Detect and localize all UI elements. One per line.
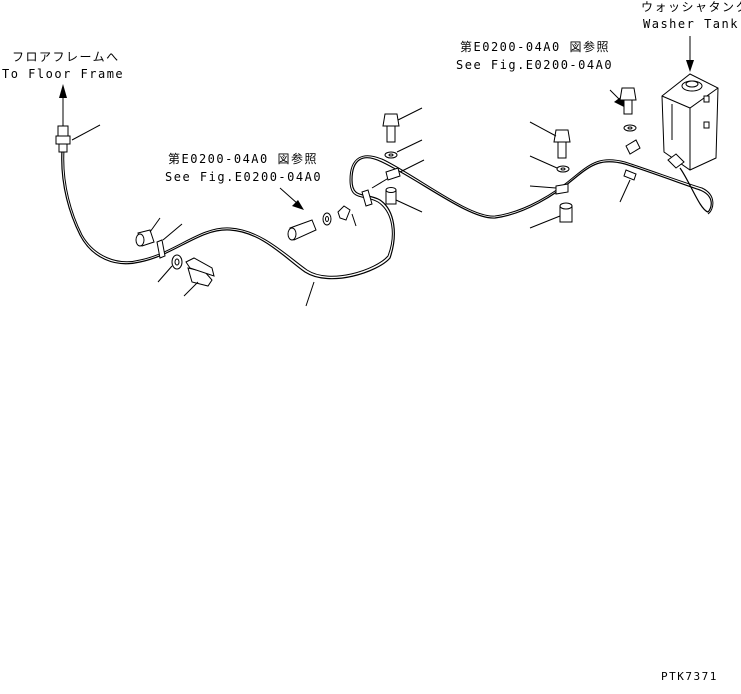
bolt-left (185, 257, 215, 287)
spacer-collar-left (135, 229, 155, 247)
clip-mid-left (337, 205, 351, 221)
washer-right (623, 124, 637, 132)
bolt-centre (382, 113, 400, 143)
clip-left (156, 239, 166, 259)
clip-centre (385, 167, 401, 181)
floor-frame-arrow (59, 84, 67, 126)
clip-mid (361, 189, 373, 207)
washer-tank (661, 73, 719, 171)
clip-right-centre (555, 183, 569, 195)
washer-left (171, 254, 183, 270)
washer-tank-label-jp: ウォッシャタンク (641, 0, 741, 14)
see-fig-right-label-en: See Fig.E0200-04A0 (456, 58, 614, 72)
drawing-code: PTK7371 (661, 670, 718, 683)
bolt-right (619, 87, 637, 115)
washer-right-centre (556, 165, 570, 173)
clip-right (625, 139, 641, 155)
washer-mid-left (322, 212, 332, 226)
spacer-right-centre (559, 202, 573, 223)
spacer-centre (385, 187, 397, 205)
washer-hose (61, 149, 712, 280)
see-fig-right-label-jp: 第E0200-04A0 図参照 (460, 40, 610, 54)
bolt-mid-left (287, 219, 317, 241)
washer-tank-arrow (686, 36, 694, 72)
washer-tank-label-en: Washer Tank (643, 17, 739, 31)
clip-far-right (623, 169, 637, 181)
see-fig-left-label-jp: 第E0200-04A0 図参照 (168, 152, 318, 166)
washer-centre (384, 151, 398, 159)
hose-end-connector (55, 125, 71, 153)
floor-frame-label-jp: フロアフレームへ (12, 50, 120, 64)
see-fig-left-label-en: See Fig.E0200-04A0 (165, 170, 323, 184)
bolt-right-centre (553, 129, 571, 159)
floor-frame-label-en: To Floor Frame (2, 67, 125, 81)
